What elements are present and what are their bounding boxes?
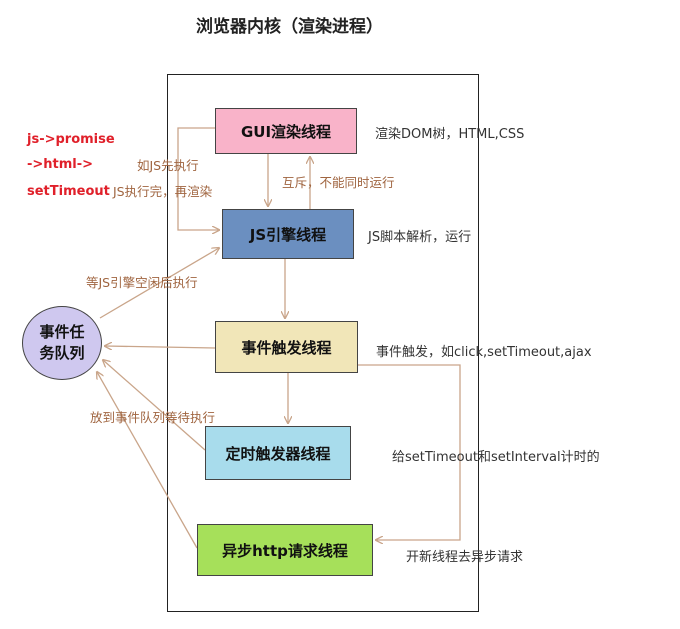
js-description: JS脚本解析，运行: [368, 230, 472, 245]
side-note-line-3: setTimeout: [27, 184, 110, 199]
annotation-wait-idle: 等JS引擎空闲后执行: [86, 275, 198, 290]
side-note-line-1: js->promise: [27, 132, 115, 147]
arrow-event-to-http: [358, 364, 461, 540]
annotation-js-first: 如JS先执行: [137, 158, 199, 173]
queue-label-line-2: 务队列: [39, 344, 85, 362]
timer-description: 给setTimeout和setInterval计时的: [392, 450, 600, 465]
arrow-timer-to-queue: [103, 360, 206, 451]
event-trigger-thread: 事件触发线程: [215, 321, 358, 373]
gui-description: 渲染DOM树，HTML,CSS: [375, 127, 525, 142]
js-engine-thread: JS引擎线程: [222, 209, 354, 259]
arrow-render-loop: [177, 127, 219, 230]
event-description: 事件触发，如click,setTimeout,ajax: [376, 345, 592, 360]
annotation-to-queue: 放到事件队列等待执行: [90, 410, 216, 425]
render-process-frame: [167, 74, 479, 612]
http-description: 开新线程去异步请求: [406, 550, 524, 565]
timer-trigger-thread: 定时触发器线程: [205, 426, 351, 480]
event-task-queue: 事件任 务队列: [22, 306, 102, 380]
async-http-thread: 异步http请求线程: [197, 524, 373, 576]
annotation-render-after: JS执行完，再渲染: [113, 184, 213, 199]
queue-label-line-1: 事件任: [39, 323, 85, 341]
diagram-title: 浏览器内核（渲染进程）: [196, 17, 383, 37]
arrow-queue-to-js: [99, 248, 219, 319]
annotation-mutex: 互斥，不能同时运行: [282, 175, 395, 190]
arrow-http-to-queue: [97, 372, 198, 549]
arrow-event-to-queue: [105, 346, 216, 348]
gui-render-thread: GUI渲染线程: [215, 108, 357, 154]
side-note-line-2: ->html->: [27, 157, 94, 172]
